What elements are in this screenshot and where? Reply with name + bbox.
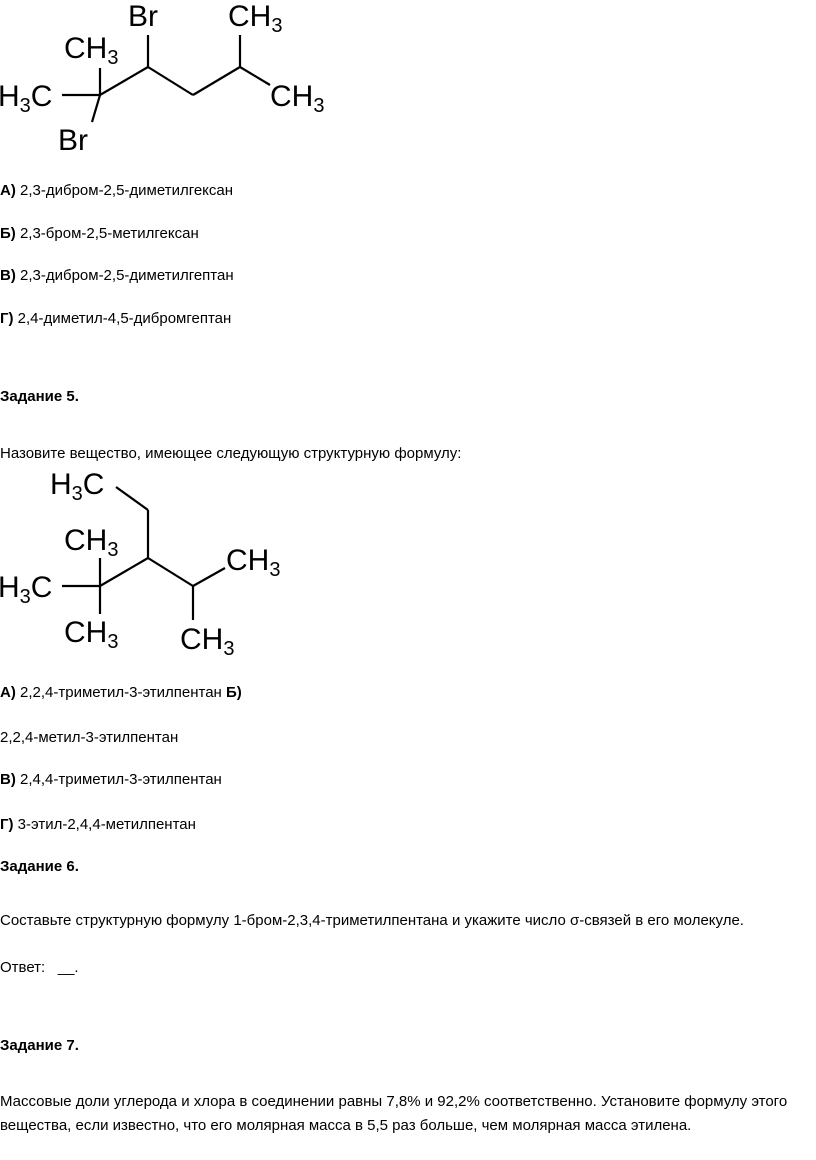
task6-title: Задание 6. [0, 858, 79, 875]
ch3-top-right-label: CH3 [228, 0, 282, 37]
ch3-right-label: CH3 [270, 80, 324, 117]
task7-text: Массовые доли углерода и хлора в соедине… [0, 1093, 788, 1134]
task5-question: Назовите вещество, имеющее следующую стр… [0, 445, 462, 462]
h3c-top-label: H3C [50, 468, 104, 505]
structural-formula-1: Br CH3 CH3 H3C CH3 Br [0, 0, 324, 157]
br-top-label: Br [128, 0, 158, 33]
ch3-right2-label: CH3 [226, 544, 280, 581]
option-g: Г) 2,4-диметил-4,5-дибромгептан [0, 310, 232, 327]
task5-option-v: В) 2,4,4-триметил-3-этилпентан [0, 771, 222, 788]
option-a: А) 2,3-дибром-2,5-диметилгексан [0, 182, 234, 199]
ch3-mid-top-label: CH3 [64, 524, 118, 561]
option-v: В) 2,3-дибром-2,5-диметилгептан [0, 267, 234, 284]
h3c-left-label: H3C [0, 80, 52, 117]
task6-answer: Ответ: __. [0, 959, 79, 976]
structural-formula-2: H3C CH3 CH3 H3C CH3 CH3 [0, 468, 280, 660]
ch3-left-top-label: CH3 [64, 32, 118, 69]
task5-option-g: Г) 3-этил-2,4,4-метилпентан [0, 816, 196, 833]
h3c-left2-label: H3C [0, 571, 52, 608]
task6-question: Составьте структурную формулу 1-бром-2,3… [0, 912, 744, 929]
task5-option-b: 2,2,4-метил-3-этилпентан [0, 729, 179, 746]
option-b: Б) 2,3-бром-2,5-метилгексан [0, 225, 199, 242]
task7-title: Задание 7. [0, 1037, 79, 1054]
ch3-bottom-right-label: CH3 [180, 623, 234, 660]
task5-option-a: А) 2,2,4-триметил-3-этилпентан Б) [0, 684, 242, 701]
task5-title: Задание 5. [0, 388, 79, 405]
br-bottom-label: Br [58, 124, 88, 157]
ch3-bottom-left-label: CH3 [64, 616, 118, 653]
